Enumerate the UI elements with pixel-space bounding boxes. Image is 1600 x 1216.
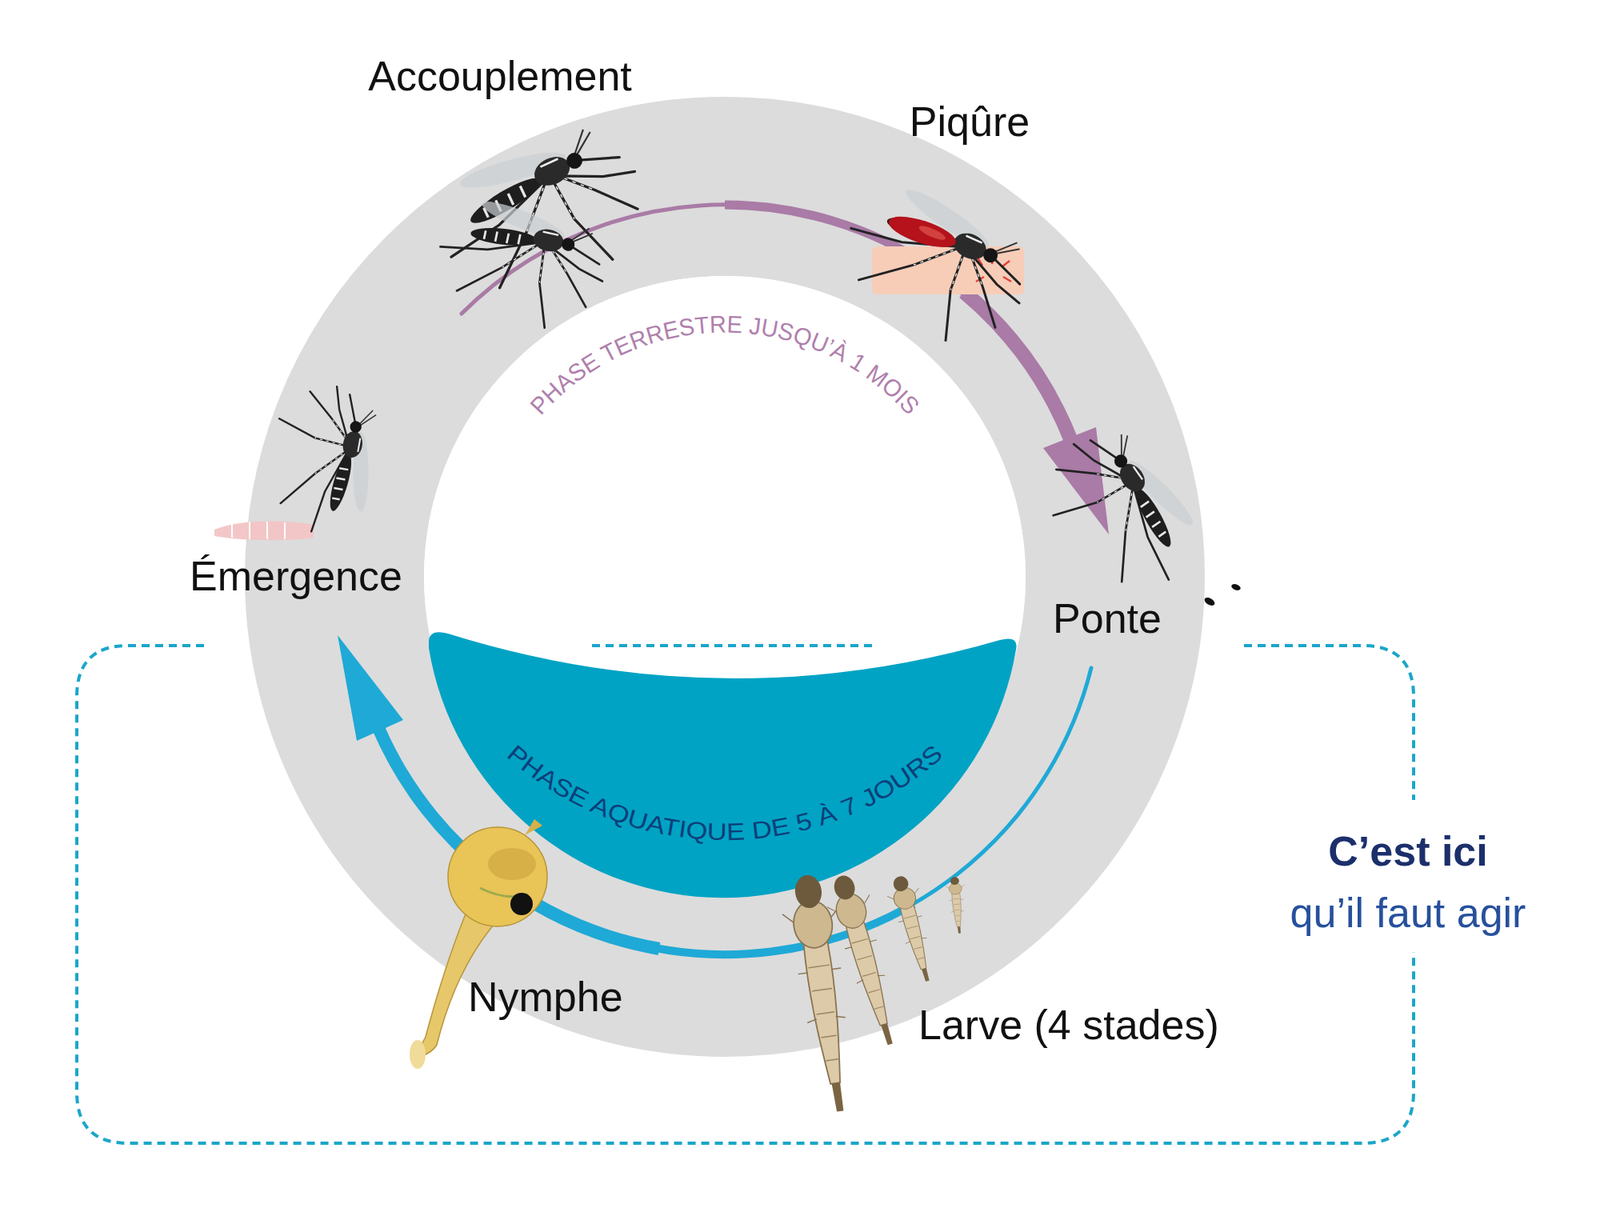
egg bbox=[1230, 583, 1242, 592]
aquatic-arrow bbox=[378, 668, 1092, 955]
phase-text: PHASE AQUATIQUE DE 5 À 7 JOURS bbox=[502, 740, 948, 846]
cycle-ring bbox=[334, 186, 1116, 968]
larva bbox=[944, 876, 969, 935]
stage-label: Larve (4 stades) bbox=[918, 1002, 1220, 1048]
water-bowl bbox=[428, 632, 1017, 898]
arrow-arc bbox=[380, 668, 1092, 955]
pupa-trumpet bbox=[524, 819, 543, 836]
stage-label: Piqûre bbox=[909, 99, 1030, 145]
phase-label: PHASE AQUATIQUE DE 5 À 7 JOURS bbox=[502, 740, 948, 846]
call-to-action: qu’il faut agir bbox=[1290, 890, 1527, 936]
phase-text: PHASE TERRESTRE JUSQU’À 1 MOIS bbox=[524, 310, 924, 420]
pupa-head bbox=[448, 827, 548, 927]
pupa bbox=[409, 819, 548, 1069]
stage-label: Nymphe bbox=[468, 974, 624, 1020]
pupa-shading bbox=[488, 848, 536, 880]
laying-mosquito bbox=[1026, 409, 1218, 612]
action-bracket bbox=[76, 645, 1414, 1144]
stage-label: Accouplement bbox=[368, 53, 632, 100]
emerging-mosquito bbox=[260, 377, 389, 541]
blood-highlight bbox=[917, 223, 948, 243]
stage-label: Émergence bbox=[189, 553, 403, 600]
pupa-paddle bbox=[409, 1040, 426, 1069]
mating-mosquito bbox=[428, 188, 615, 338]
phase-label: PHASE TERRESTRE JUSQU’À 1 MOIS bbox=[524, 310, 924, 420]
arrow-arc bbox=[964, 292, 1072, 441]
call-to-action: C’est ici bbox=[1328, 828, 1488, 875]
pupa-eye bbox=[510, 892, 533, 916]
stage-label: Ponte bbox=[1052, 596, 1162, 642]
arrow-head bbox=[1043, 427, 1109, 535]
egg bbox=[1203, 596, 1216, 608]
mosquito bbox=[824, 168, 1046, 362]
larva bbox=[883, 872, 943, 985]
pupal-skin bbox=[214, 520, 314, 540]
mating-mosquito bbox=[420, 105, 665, 321]
arrow-arc bbox=[378, 728, 660, 949]
arrow-head bbox=[337, 635, 404, 741]
blood-abdomen bbox=[885, 210, 960, 254]
pupal-skin-lines bbox=[232, 521, 285, 540]
biting-mosquito bbox=[824, 168, 1046, 362]
bracket-line bbox=[1244, 645, 1414, 800]
bracket-line bbox=[592, 644, 873, 648]
bracket-line bbox=[76, 645, 1414, 1144]
